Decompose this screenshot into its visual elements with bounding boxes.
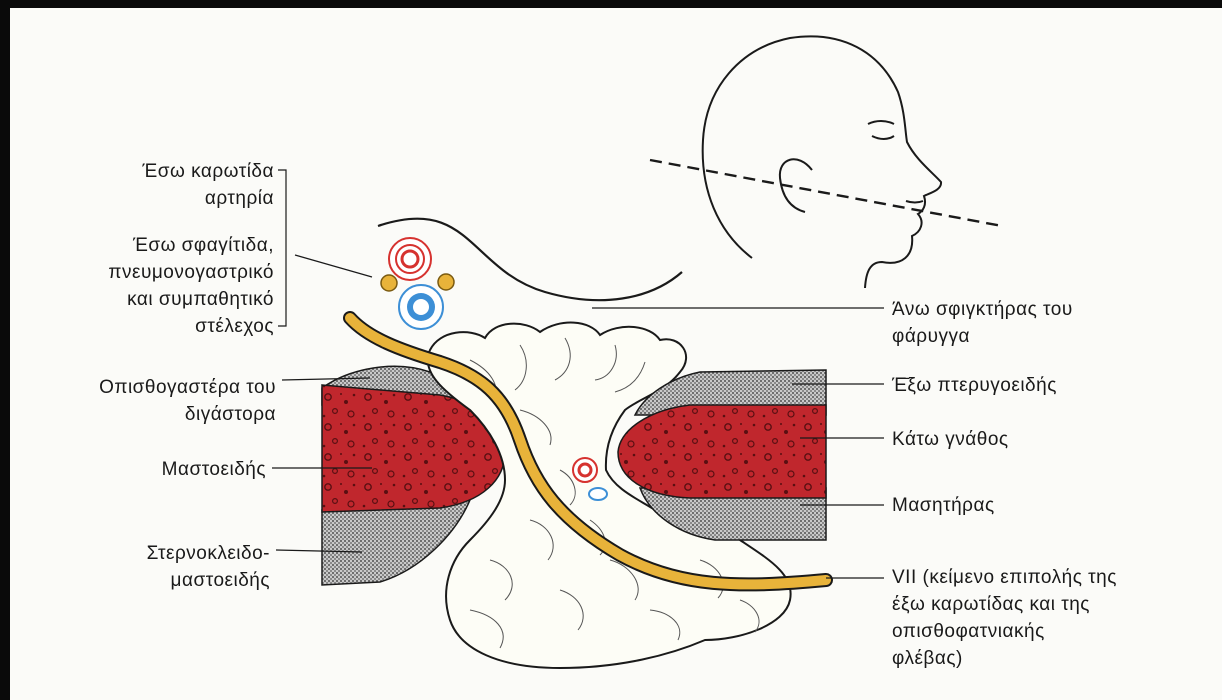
head-profile xyxy=(703,36,941,288)
retromandibular-vein xyxy=(589,488,607,500)
mandible-ramus xyxy=(618,405,826,498)
sternocleidomastoid-muscle xyxy=(322,500,470,585)
eye-line xyxy=(872,136,894,139)
leader-carotid-sheath xyxy=(295,255,372,277)
label-facial-nerve: VII (κείμενο επιπολής της έξω καρωτίδας … xyxy=(892,564,1218,672)
label-mandible: Κάτω γνάθος xyxy=(892,426,1212,453)
label-sternocleidomastoid: Στερνοκλειδο- μαστοειδής xyxy=(20,540,270,594)
label-internal-jugular: Έσω σφαγίτιδα, πνευμονογαστρικό και συμπ… xyxy=(30,232,274,340)
external-carotid-artery xyxy=(579,464,591,476)
label-superior-constrictor: Άνω σφιγκτήρας του φάρυγγα xyxy=(892,296,1212,350)
vagus-nerve xyxy=(381,275,397,291)
internal-jugular-lumen xyxy=(413,299,429,315)
label-posterior-digastric: Οπισθογαστέρα του διγάστορα xyxy=(0,374,276,428)
eyebrow-line xyxy=(868,121,894,124)
head-outline xyxy=(703,36,941,288)
label-lateral-pterygoid: Έ̄ξω πτερυγοειδής xyxy=(892,372,1212,399)
label-internal-carotid: Έσω καρωτίδα αρτηρία xyxy=(40,158,274,212)
mouth-line xyxy=(906,201,923,203)
internal-carotid-artery xyxy=(402,251,418,267)
sympathetic-trunk xyxy=(438,274,454,290)
label-mastoid: Μαστοειδής xyxy=(40,456,266,483)
bracket-left xyxy=(278,170,286,326)
label-masseter: Μασητήρας xyxy=(892,492,1212,519)
carotid-sheath xyxy=(381,238,454,329)
